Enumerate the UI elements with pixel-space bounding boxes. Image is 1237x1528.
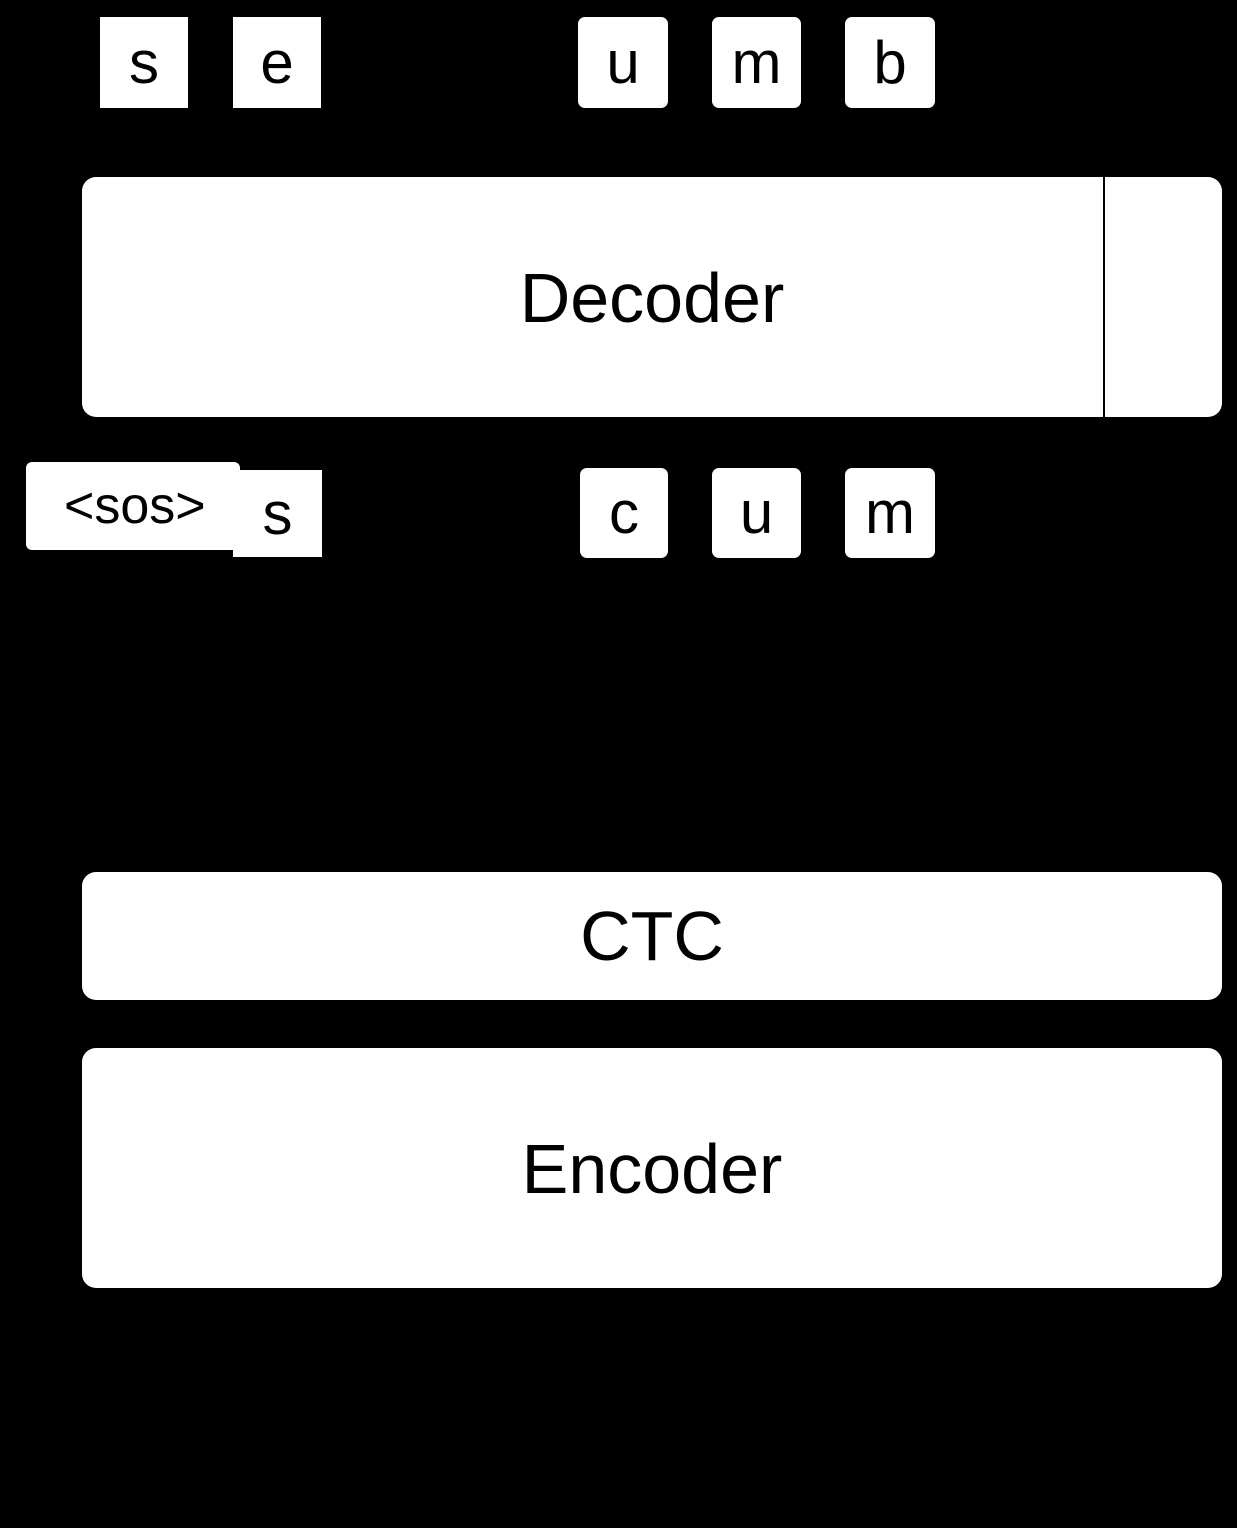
ctc-block bbox=[82, 872, 1222, 1000]
input-token-sos: <sos> bbox=[26, 462, 240, 550]
encoder-block bbox=[82, 1048, 1222, 1288]
decoder-block-side-pane bbox=[1105, 177, 1222, 417]
output-token-u: u bbox=[578, 17, 668, 108]
encoder-label: Encoder bbox=[521, 1130, 783, 1208]
output-token-e: e bbox=[233, 17, 321, 108]
decoder-label: Decoder bbox=[519, 259, 785, 337]
output-token-m: m bbox=[712, 17, 801, 108]
ctc-label: CTC bbox=[580, 897, 724, 975]
input-token-c: c bbox=[580, 468, 668, 558]
output-token-b: b bbox=[845, 17, 935, 108]
decoder-block bbox=[82, 177, 1103, 417]
input-token-u: u bbox=[712, 468, 801, 558]
input-token-m: m bbox=[845, 468, 935, 558]
output-token-s: s bbox=[100, 17, 188, 108]
input-token-s: s bbox=[233, 470, 322, 557]
